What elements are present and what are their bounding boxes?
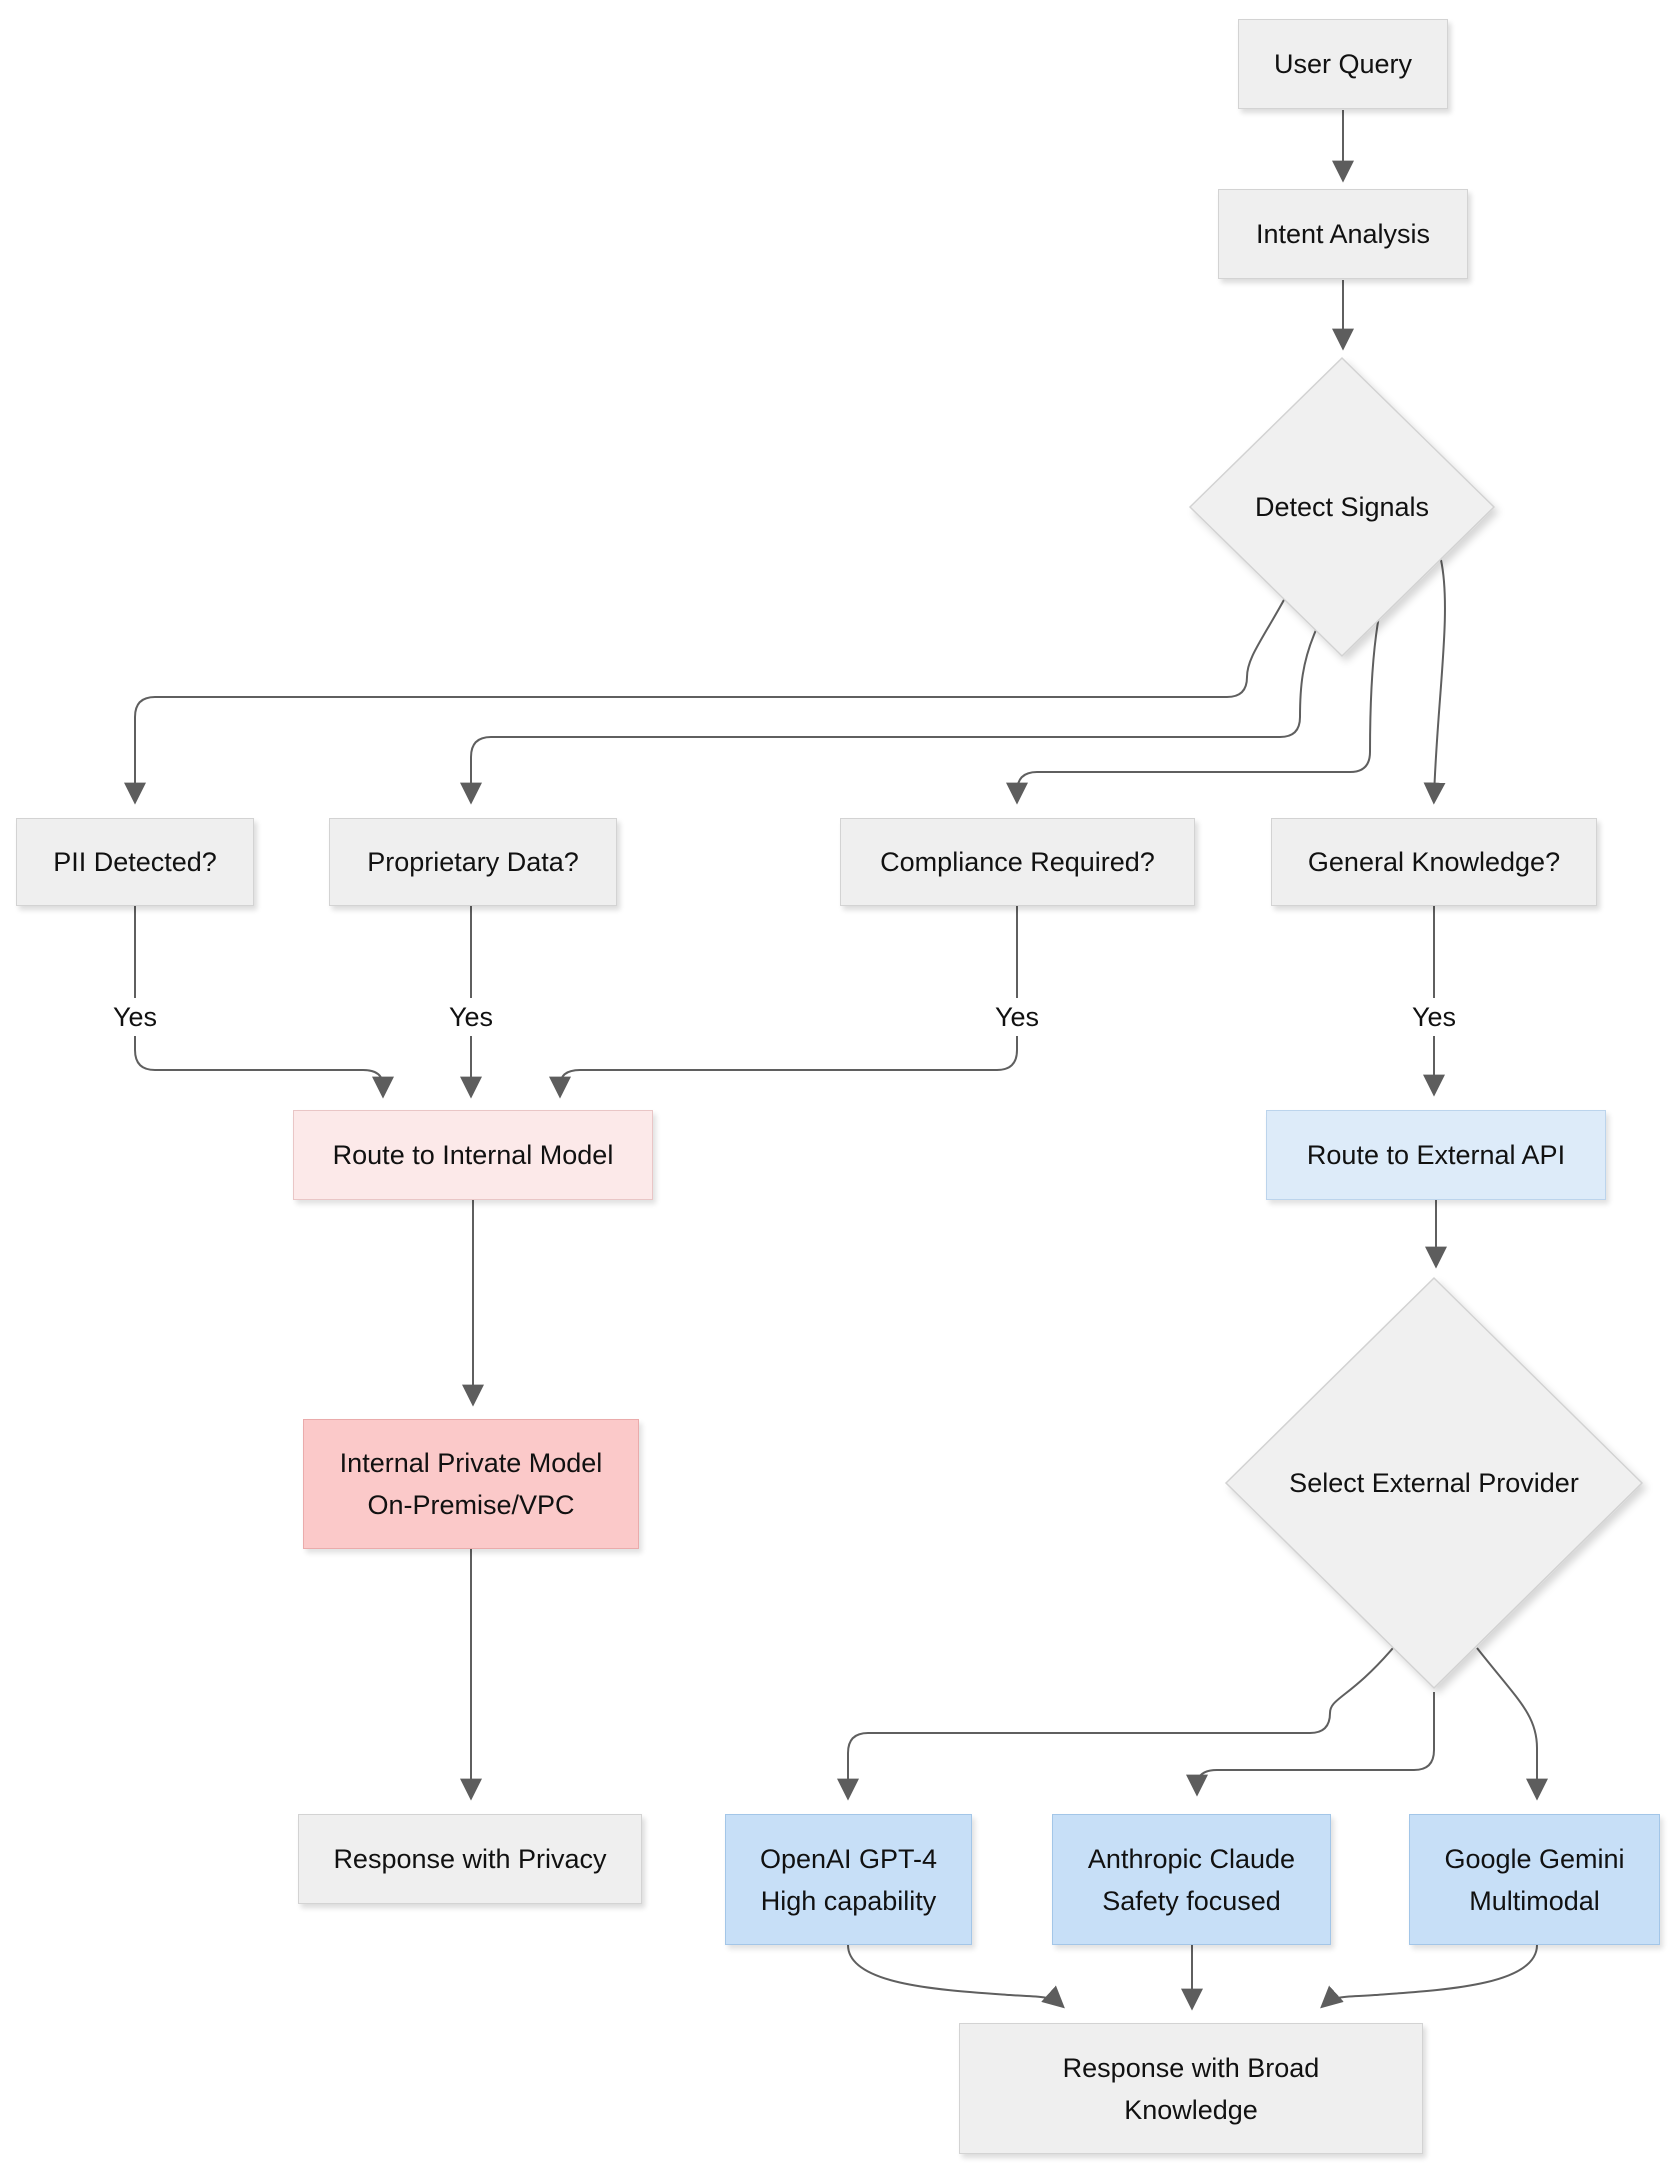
edge-pii-to-routeinternal <box>134 906 394 1099</box>
node-label-line-1: Internal Private Model <box>339 1448 603 1478</box>
node-label: General Knowledge? <box>1307 847 1561 877</box>
edge-label-yes-general: Yes <box>1403 998 1465 1036</box>
node-label: Route to Internal Model <box>332 1140 614 1170</box>
node-pii-detected: PII Detected? <box>16 818 254 906</box>
edge-detect-to-pii <box>124 597 1286 805</box>
edge-detect-to-general <box>1423 559 1446 805</box>
node-label: User Query <box>1273 49 1413 79</box>
edge-openai-to-responsebroad <box>847 1944 1065 2009</box>
node-label-line-2: High capability <box>760 1885 937 1916</box>
node-label: Response with Privacy <box>333 1844 607 1874</box>
edge-detect-to-compliance <box>1006 615 1380 805</box>
node-label: Compliance Required? <box>880 847 1155 877</box>
edge-compliance-to-routeinternal <box>549 906 1018 1099</box>
node-route-internal-model: Route to Internal Model <box>293 1110 653 1200</box>
node-label-line-2: Safety focused <box>1102 1885 1281 1916</box>
node-select-external-provider-label: Select External Provider <box>1289 1468 1579 1498</box>
edge-label-yes-proprietary: Yes <box>440 998 502 1036</box>
node-label-line-2: Multimodal <box>1469 1885 1600 1916</box>
node-anthropic-claude: Anthropic Claude Safety focused <box>1052 1814 1331 1945</box>
node-openai-gpt4: OpenAI GPT-4 High capability <box>725 1814 972 1945</box>
edge-label-yes-compliance: Yes <box>986 998 1048 1036</box>
node-compliance-required: Compliance Required? <box>840 818 1195 906</box>
node-label-line-1: Response with Broad <box>1062 2052 1320 2083</box>
edge-gemini-to-responsebroad <box>1320 1944 1538 2009</box>
edge-label-yes-pii: Yes <box>104 998 166 1036</box>
edge-selectprovider-to-gemini <box>1476 1647 1548 1801</box>
node-internal-private-model: Internal Private Model On-Premise/VPC <box>303 1419 639 1549</box>
node-general-knowledge: General Knowledge? <box>1271 818 1597 906</box>
node-label: Proprietary Data? <box>367 847 579 877</box>
node-label-line-2: On-Premise/VPC <box>367 1490 575 1520</box>
node-label-line-1: OpenAI GPT-4 <box>759 1843 938 1874</box>
node-label-line-1: Anthropic Claude <box>1087 1843 1296 1874</box>
detect-signals-diamond-shape <box>1188 356 1496 658</box>
node-intent-analysis: Intent Analysis <box>1218 189 1468 279</box>
node-label: PII Detected? <box>53 847 217 877</box>
node-label-line-2: Knowledge <box>1124 2094 1258 2125</box>
node-label: Route to External API <box>1306 1140 1566 1170</box>
select-provider-diamond-shape <box>1224 1276 1644 1690</box>
node-label-line-1: Google Gemini <box>1444 1843 1625 1874</box>
edge-selectprovider-to-openai <box>837 1647 1394 1801</box>
node-proprietary-data: Proprietary Data? <box>329 818 617 906</box>
edge-detect-to-proprietary <box>460 629 1317 805</box>
edge-selectprovider-to-anthropic <box>1186 1692 1435 1797</box>
node-google-gemini: Google Gemini Multimodal <box>1409 1814 1660 1945</box>
node-route-external-api: Route to External API <box>1266 1110 1606 1200</box>
node-detect-signals-label: Detect Signals <box>1254 492 1430 522</box>
node-response-with-broad-knowledge: Response with Broad Knowledge <box>959 2023 1423 2154</box>
node-user-query: User Query <box>1238 19 1448 109</box>
node-response-with-privacy: Response with Privacy <box>298 1814 642 1904</box>
node-label: Intent Analysis <box>1255 219 1431 249</box>
